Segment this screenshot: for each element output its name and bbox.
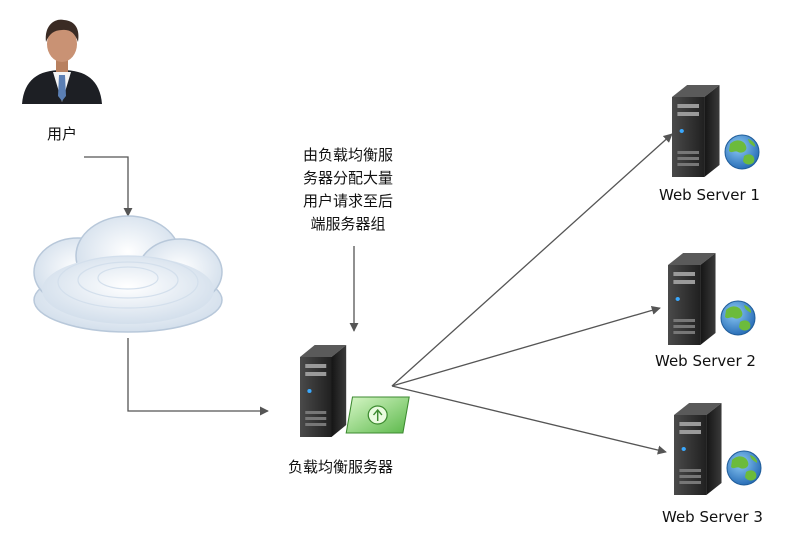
annotation-text: 由负载均衡服 务器分配大量 用户请求至后 端服务器组 [302,146,393,233]
web-server-1-label: Web Server 1 [659,186,760,204]
balancer-to-server-1-arrow [391,133,673,387]
balancer-card-icon [345,396,410,434]
load-balancer-icon [300,345,410,437]
web-server-1-icon [672,85,760,177]
web-server-2-label: Web Server 2 [655,352,756,370]
web-server-3-label: Web Server 3 [662,508,763,526]
web-server-3-icon [674,403,762,495]
balancer-to-server-3-arrow [391,385,667,455]
connectors [84,133,673,455]
load-balancer-label: 负载均衡服务器 [288,458,394,476]
user-to-cloud-arrow [84,156,133,217]
web-server-2-icon [668,253,756,345]
cloud-to-balancer-arrow [127,338,269,416]
balancer-to-server-2-arrow [391,305,661,387]
user-icon [22,19,102,104]
cloud-icon [33,215,223,333]
user-label: 用户 [47,125,78,143]
